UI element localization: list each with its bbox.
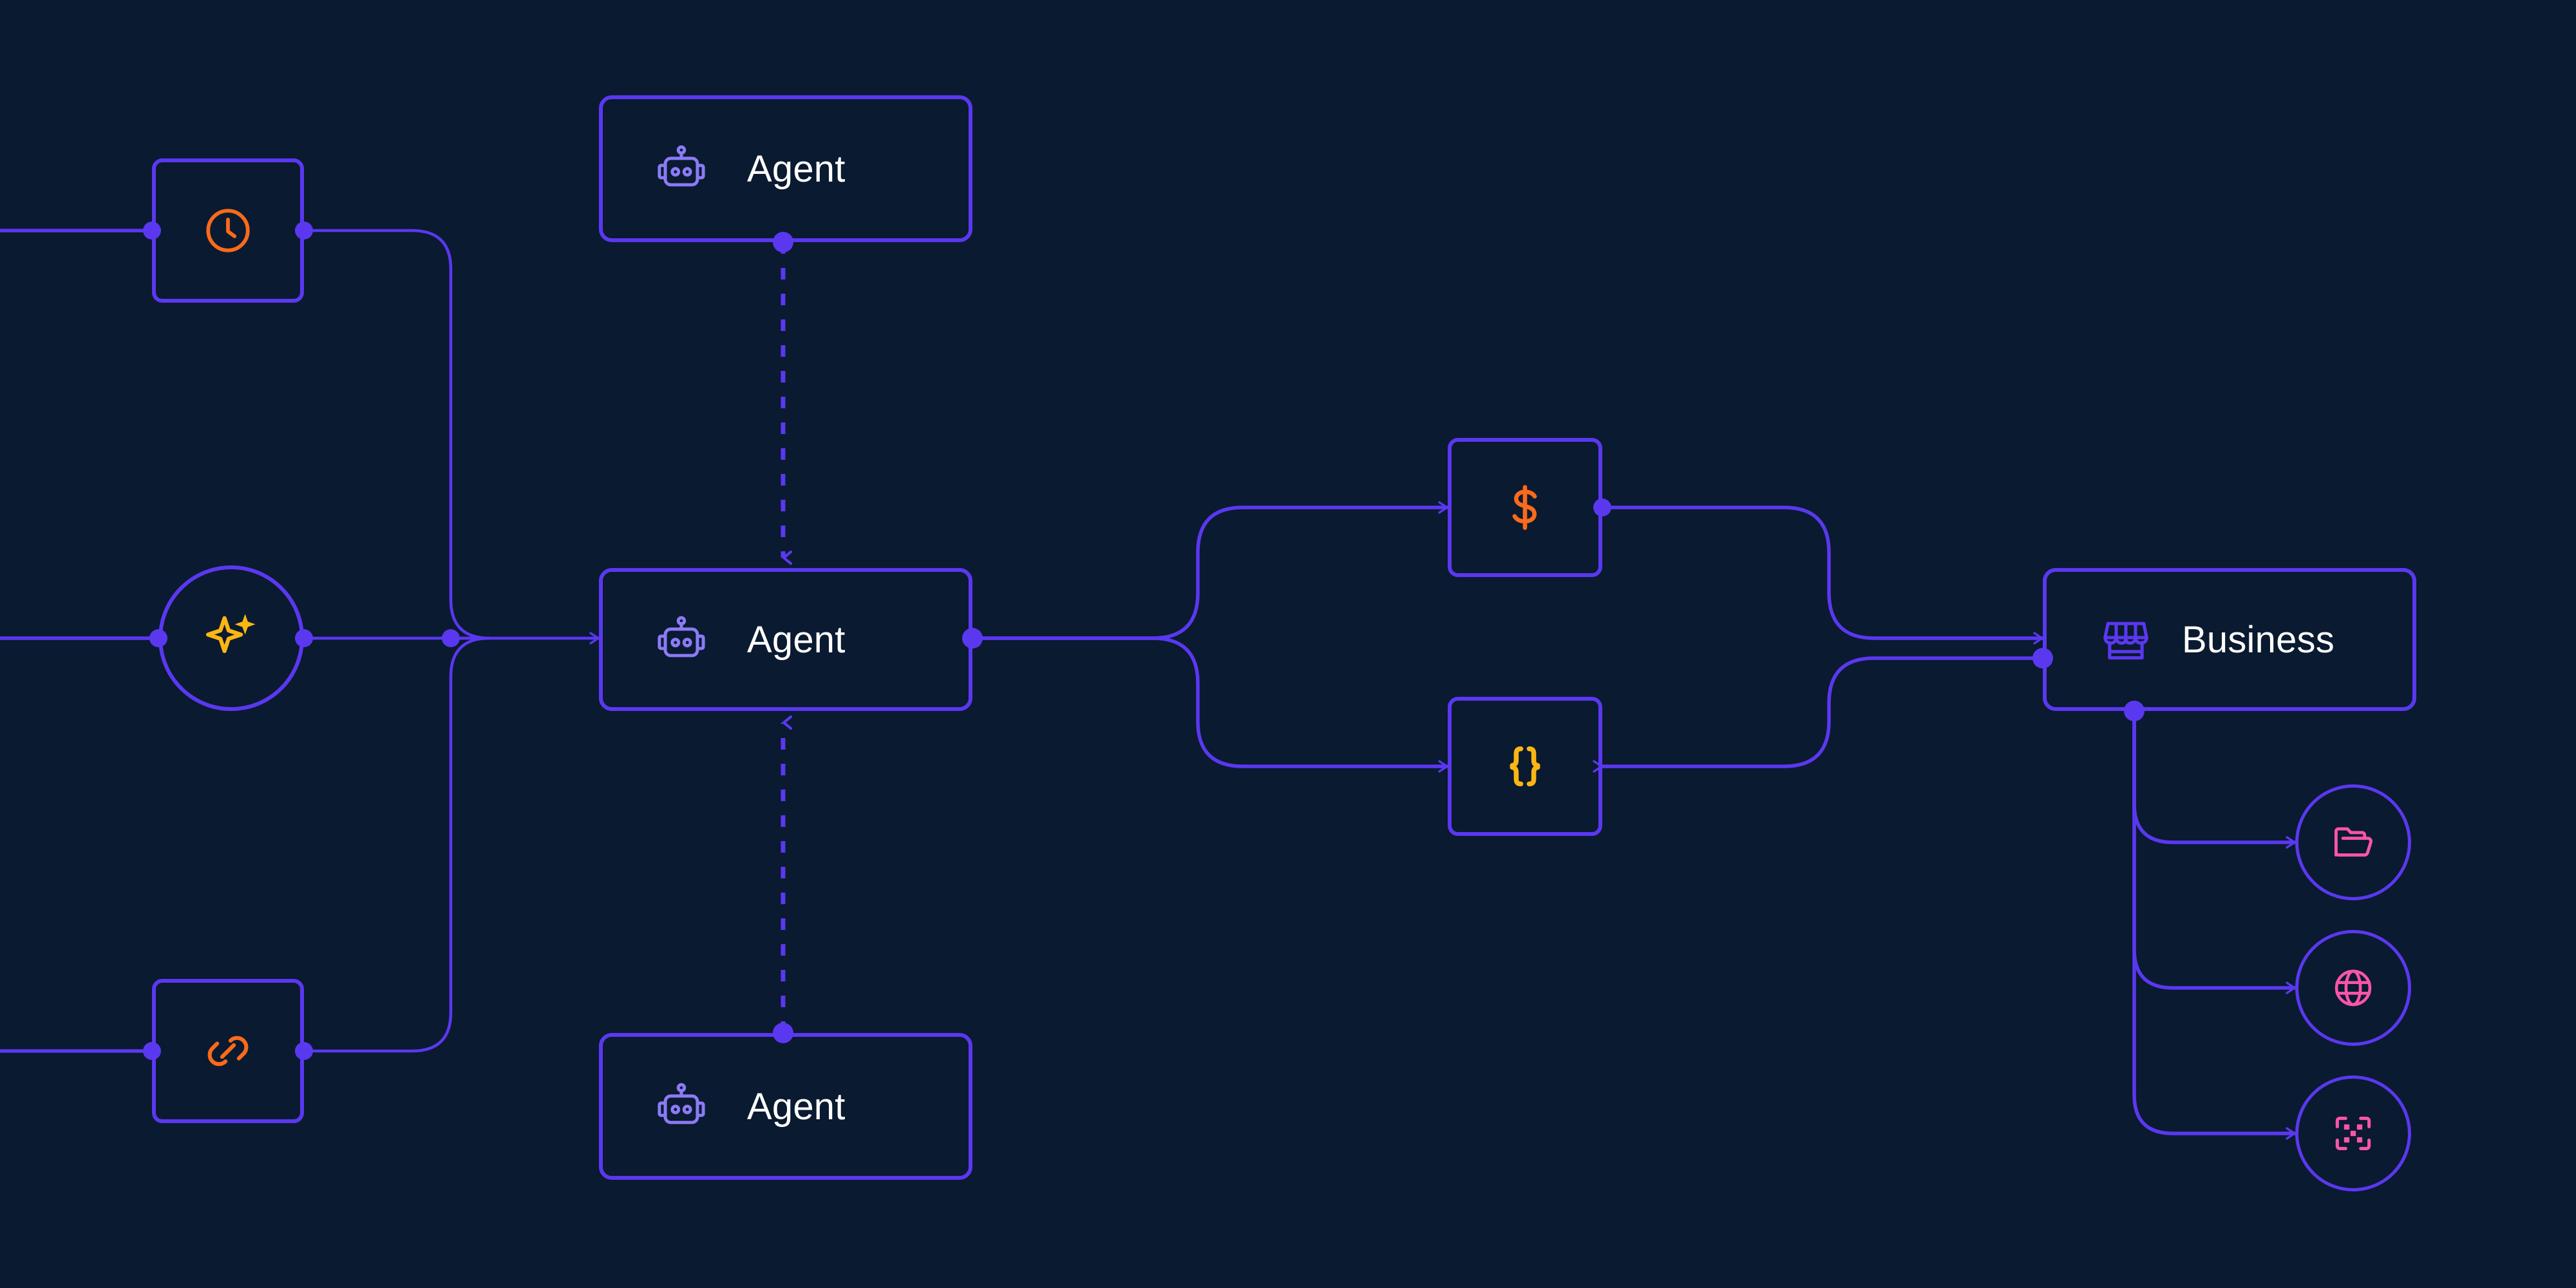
port-dot-business-out [2124,701,2145,721]
dollar-icon [1497,480,1553,535]
port-dots [143,222,2145,1060]
edge-payment-to-business [1602,506,2043,645]
storefront-icon [2097,611,2155,668]
node-agent-main[interactable]: Agent [599,568,972,711]
robot-icon [653,1078,710,1135]
port-dot-agenttop-out [773,232,793,252]
robot-icon [653,611,710,668]
port-dot-schedule-out [295,222,313,240]
node-agent-bottom[interactable]: Agent [599,1033,972,1180]
node-label-agent-main: Agent [747,618,846,661]
link-icon [201,1024,255,1078]
node-out-files[interactable] [2295,784,2411,900]
clock-icon [202,204,254,257]
folder-icon [2329,818,2378,867]
edge-webhook-to-trunk [304,636,490,1053]
node-label-agent-top: Agent [747,147,846,190]
node-trigger-webhook[interactable] [152,979,304,1123]
node-agent-top[interactable]: Agent [599,95,972,242]
node-business[interactable]: Business [2043,568,2416,711]
edge-business-to-web [2132,711,2296,994]
port-dot-payment-out [1593,498,1611,516]
port-dot-agentmain-out [962,628,983,649]
edge-agent-to-json [972,636,1448,773]
edge-agent-to-payment [972,501,1448,640]
scan-qr-icon [2329,1110,2377,1157]
edge-business-to-json [1593,656,2043,773]
port-dot-merge [442,629,460,647]
robot-icon [653,140,710,197]
braces-icon [1497,739,1553,794]
node-label-business: Business [2182,618,2334,661]
sparkles-icon [200,607,262,669]
node-trigger-ai[interactable] [158,565,304,711]
node-tool-payment[interactable] [1448,438,1602,577]
port-dot-webhook-out [295,1042,313,1060]
node-tool-json[interactable] [1448,697,1602,836]
node-trigger-schedule[interactable] [152,158,304,303]
edge-schedule-to-trunk [304,229,490,640]
edge-business-to-files [2132,711,2296,849]
edge-business-to-scan [2132,711,2296,1140]
globe-icon [2329,964,2377,1012]
node-label-agent-bottom: Agent [747,1085,846,1128]
node-out-web[interactable] [2295,930,2411,1046]
node-out-scan[interactable] [2295,1075,2411,1191]
